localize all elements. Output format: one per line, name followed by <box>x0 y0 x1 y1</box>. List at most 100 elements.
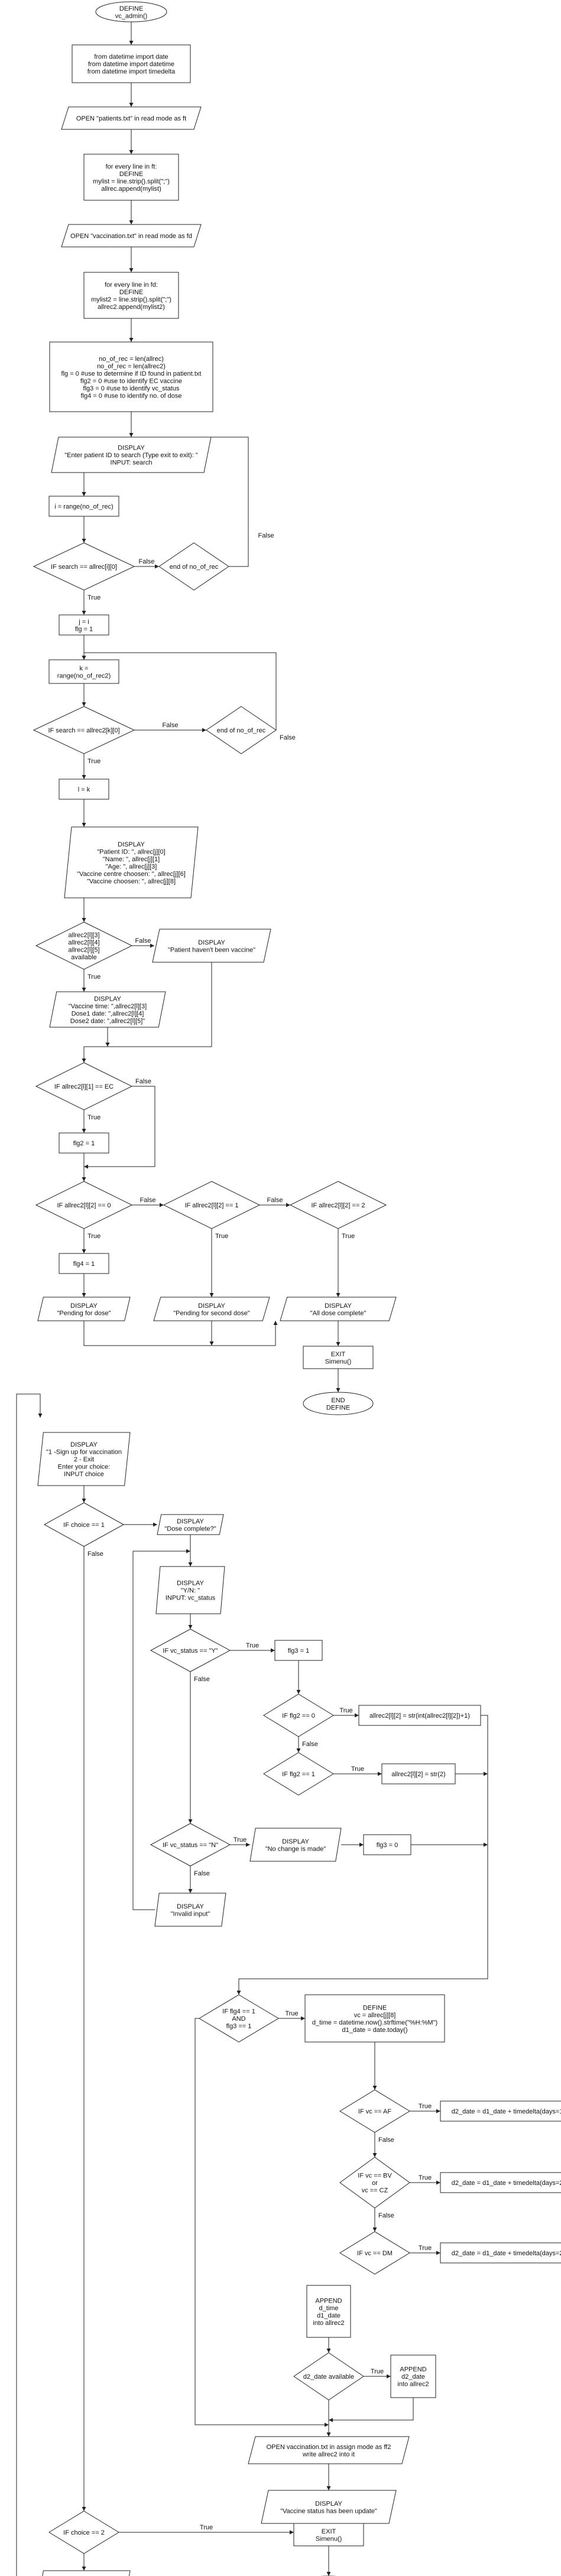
node-text-line: DISPLAY <box>177 1580 204 1587</box>
node-text-line: DISPLAY <box>118 445 145 452</box>
node-text-line: allrec.append(mylist) <box>101 185 161 193</box>
node-text-line: for every line in fd: <box>105 281 158 288</box>
node-text-line: DISPLAY <box>70 1441 98 1448</box>
connector-label: True <box>419 2103 432 2110</box>
connector-label: False <box>302 1741 318 1748</box>
node-text-line: DEFINE <box>119 289 143 296</box>
connector-label: False <box>378 2137 394 2144</box>
node-text-line: DISPLAY <box>177 1518 204 1525</box>
flowchart-node-diamond: IF choice == 2 <box>48 2510 119 2554</box>
node-text-line: IF allrec2[l][2] == 0 <box>57 1202 111 1209</box>
connector-label: False <box>267 1197 283 1204</box>
node-text-line: into allrec2 <box>397 2381 429 2388</box>
node-text-line: d_time = datetime.now().strftime("%H:%M"… <box>312 2019 437 2026</box>
connector-label: False <box>87 1551 103 1558</box>
flowchart-node-diamond: IF allrec2[l][2] == 2 <box>289 1181 387 1229</box>
flowchart-node-para: DISPLAY"Pending for second dose" <box>153 1297 270 1321</box>
node-text-line: "Y/N: " <box>181 1587 200 1594</box>
node-text-line: d2_date available <box>303 2373 354 2380</box>
connector-label: False <box>194 1676 210 1683</box>
flowchart-node-diamond: IF allrec2[l][1] == EC <box>35 1062 133 1110</box>
flowchart-node-para: DISPLAY"Patient not found" <box>42 2570 131 2576</box>
connector-label: True <box>371 2368 384 2375</box>
node-text-line: d2_date = d1_date + timedelta(days=28) <box>452 2250 561 2257</box>
node-text-line: available <box>71 954 96 961</box>
node-text-line: DISPLAY <box>177 1903 204 1910</box>
connector-label: True <box>246 1642 259 1649</box>
flowchart-node-diamond: IF vc_status == "Y" <box>150 1629 231 1672</box>
connector-label: True <box>200 2524 213 2531</box>
node-text-line: mylist = line.strip().split(";") <box>93 178 170 185</box>
node-text-line: vc == CZ <box>362 2187 388 2194</box>
connector-arrow <box>194 2018 329 2427</box>
flowchart-node-diamond: IF allrec2[l][2] == 0 <box>35 1181 133 1229</box>
node-text-line: DEFINE <box>326 1404 350 1411</box>
flowchart-node-diamond: end of no_of_rec <box>206 706 277 754</box>
connector-label: True <box>87 594 100 601</box>
flowchart-node-para: DISPLAY"Enter patient ID to search (Type… <box>51 437 212 473</box>
connector-arrow <box>84 1086 155 1169</box>
flowchart-node-para: DISPLAY"All dose complete" <box>280 1297 397 1321</box>
node-text-line: APPEND <box>315 2297 342 2304</box>
flowchart-node-para: DISPLAY"Dose complete?" <box>157 1514 224 1535</box>
node-text-line: from datetime import date <box>94 54 168 61</box>
connector-arrow <box>132 1549 190 1910</box>
node-text-line: flg3 = 0 <box>377 1842 398 1849</box>
node-text-line: "Patient ID: ", allrec[j][0] <box>97 848 165 855</box>
node-text-line: "All dose complete" <box>310 1310 367 1317</box>
flowchart-node-rect: flg3 = 0 <box>363 1834 411 1855</box>
flowchart-node-rect: allrec2[l][2] = str(int(allrec2[l][2])+1… <box>358 1705 481 1726</box>
flowchart-node-para: OPEN vaccination.txt in assign mode as f… <box>248 2436 410 2464</box>
node-text-line: d2_date = d1_date + timedelta(days=14) <box>452 2108 561 2115</box>
node-text-line: DISPLAY <box>70 1302 98 1310</box>
node-text-line: IF search == allrec2[k][0] <box>48 727 119 734</box>
node-text-line: EXIT <box>322 2528 336 2535</box>
connector-label: False <box>194 1870 210 1877</box>
flowchart-node-para: DISPLAY"Invalid input" <box>154 1893 226 1927</box>
node-text-line: vc_admin() <box>115 12 147 19</box>
node-text-line: DISPLAY <box>325 1302 352 1310</box>
node-text-line: DISPLAY <box>282 1838 309 1845</box>
node-text-line: no_of_rec = len(allrec2) <box>97 363 166 370</box>
connector-label: True <box>285 2010 298 2017</box>
flowchart-node-diamond: IF vc == DM <box>339 2231 410 2275</box>
node-text-line: flg2 = 0 #use to identify EC vaccine <box>80 377 182 385</box>
node-text-line: DEFINE <box>119 5 143 12</box>
node-text-line: DISPLAY <box>198 939 225 946</box>
node-text-line: flg4 = 1 <box>73 1261 95 1268</box>
node-text-line: "Pending for second dose" <box>173 1310 250 1317</box>
node-text-line: INPUT choice <box>64 1471 104 1478</box>
node-text-line: range(no_of_rec2) <box>57 672 111 679</box>
node-text-line: EXIT <box>331 1351 346 1358</box>
connector-labels: FalseFalseTrueFalseFalseTrueFalseTrueTru… <box>87 532 432 2531</box>
connector-label: True <box>234 1836 247 1844</box>
node-text-line: flg4 = 0 #use to identify no. of dose <box>81 392 182 399</box>
node-text-line: Simenu() <box>325 1358 352 1365</box>
node-text-line: d1_date = date.today() <box>342 2027 408 2034</box>
flowchart-node-rect: d2_date = d1_date + timedelta(days=21) <box>440 2172 561 2193</box>
flowchart-node-para: DISPLAY"Vaccine status has been update" <box>261 2490 397 2524</box>
flowchart-node-rect: allrec2[l][2] = str(2) <box>381 1763 456 1784</box>
node-text-line: 2 - Exit <box>74 1456 94 1463</box>
node-text-line: end of no_of_rec <box>217 727 266 734</box>
flowchart-node-diamond: IF flg2 == 0 <box>263 1694 334 1737</box>
node-text-line: OPEN vaccination.txt in assign mode as f… <box>267 2444 391 2451</box>
flowchart-node-rect: i = range(no_of_rec) <box>48 496 119 517</box>
connector-arrow <box>329 2398 414 2422</box>
node-text-line: d2_date <box>401 2373 425 2380</box>
flowchart-node-rect: k =range(no_of_rec2) <box>48 659 119 684</box>
connector-label: True <box>339 1707 352 1714</box>
node-text-line: or <box>372 2180 378 2187</box>
connector-label: True <box>215 1233 228 1240</box>
node-text-line: DISPLAY <box>198 1302 225 1310</box>
node-text-line: Dose2 date: ",allrec2[l][5]" <box>70 1018 145 1025</box>
